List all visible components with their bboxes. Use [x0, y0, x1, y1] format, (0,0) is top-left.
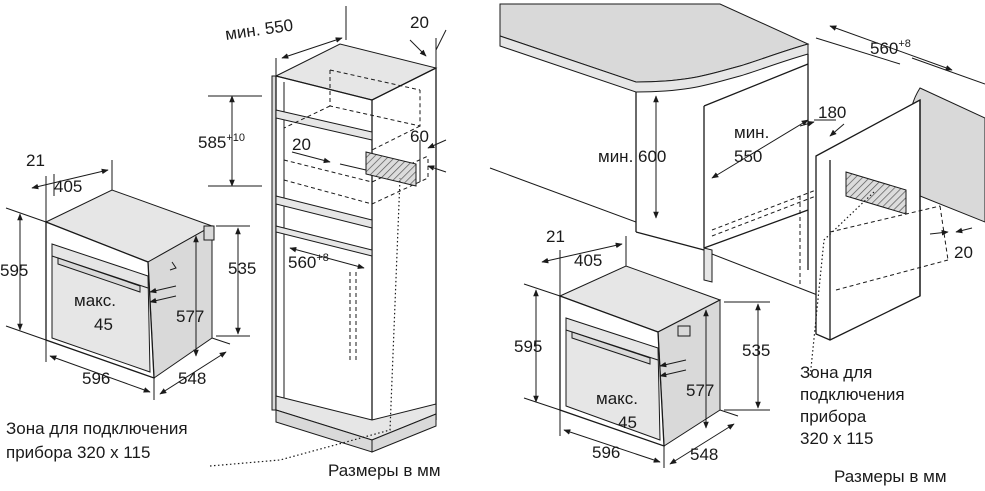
right-zone-line4: 320 x 115	[800, 429, 873, 448]
right-oven-577-label: 577	[686, 381, 714, 400]
left-oven-max-value: 45	[94, 315, 113, 334]
left-zone-line1: Зона для подключения	[6, 419, 188, 438]
right-oven-596-label: 596	[592, 443, 620, 462]
right-zone-line2: подключения	[800, 385, 905, 404]
right-oven-max-value: 45	[618, 413, 637, 432]
left-oven-max-label: макс.	[74, 291, 116, 310]
right-oven-dimensions	[523, 236, 770, 468]
right-600-label: мин. 600	[598, 147, 666, 166]
right-min-label: мин.	[734, 123, 769, 142]
right-oven-595-label: 595	[514, 337, 542, 356]
left-dimensions	[208, 6, 447, 467]
tall-cabinet	[271, 43, 438, 453]
left-zone-line2: прибора 320 x 115	[6, 443, 150, 462]
right-oven-548-label: 548	[690, 445, 718, 464]
right-oven-535-label: 535	[742, 341, 770, 360]
right-oven-21-label: 21	[546, 227, 565, 246]
right-oven-405-label: 405	[574, 251, 602, 270]
countertop-cabinet	[489, 3, 985, 341]
right-oven	[558, 265, 722, 447]
right-dimensions	[653, 25, 973, 379]
right-zone-line1: Зона для	[800, 363, 872, 382]
left-585-label: 585+10	[198, 132, 245, 152]
right-min-value: 550	[734, 147, 762, 166]
right-560-label: 560+8	[870, 38, 911, 58]
left-60-label: 60	[410, 127, 429, 146]
left-oven-595-label: 595	[0, 261, 28, 280]
left-oven-21-label: 21	[26, 151, 45, 170]
right-180-label: 180	[818, 103, 846, 122]
right-units-label: Размеры в мм	[834, 467, 947, 486]
left-oven-535-label: 535	[228, 259, 256, 278]
left-oven-548-label: 548	[178, 369, 206, 388]
left-min-550-label: мин. 550	[224, 16, 294, 44]
right-zone-line3: прибора	[800, 407, 867, 426]
left-560-label: 560+8	[288, 252, 329, 272]
left-oven-596-label: 596	[82, 369, 110, 388]
right-20-label: 20	[954, 243, 973, 262]
left-oven-405-label: 405	[54, 177, 82, 196]
left-oven-dimensions	[5, 160, 250, 400]
left-20-mid-label: 20	[292, 135, 311, 154]
right-oven-max-label: макс.	[596, 389, 638, 408]
left-oven	[44, 189, 215, 379]
left-20-top-label: 20	[410, 13, 429, 32]
left-units-label: Размеры в мм	[328, 461, 441, 480]
left-oven-577-label: 577	[176, 307, 204, 326]
